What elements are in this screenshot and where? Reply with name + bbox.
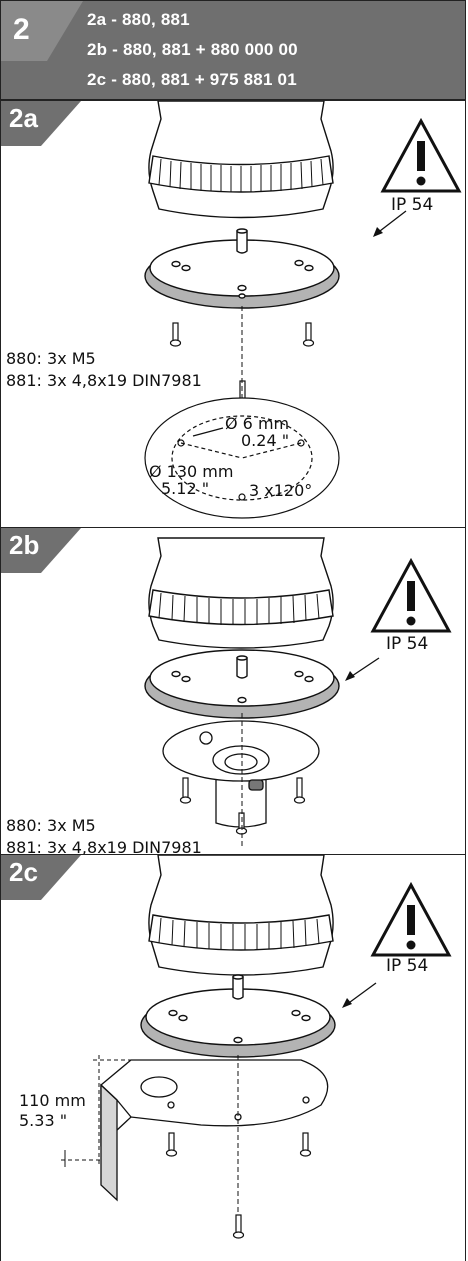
warning-icon-2a <box>380 117 462 193</box>
angle-spec: 3 x120° <box>249 481 313 500</box>
step-header: 2 2a - 880, 881 2b - 880, 881 + 880 000 … <box>0 0 466 100</box>
section-tab-2a: 2a <box>1 101 81 156</box>
screw-spec-880-2b: 880: 3x M5 <box>6 816 96 835</box>
hole-diameter-mm: Ø 6 mm <box>225 414 290 433</box>
beacon-ribs-2c <box>158 917 320 950</box>
section-tab-2b: 2b <box>1 528 81 583</box>
circle-diameter-in: 5.12 " <box>161 479 210 498</box>
section-2a: 2a IP 54 880: 3x M5 881: 3x 4,8x19 DIN79… <box>0 100 466 528</box>
base-plate-2b <box>144 649 340 719</box>
variant-line-2b: 2b - 880, 881 + 880 000 00 <box>87 40 298 59</box>
section-label-2b: 2b <box>9 530 40 560</box>
step-number: 2 <box>13 13 30 46</box>
variant-line-2c: 2c - 880, 881 + 975 881 01 <box>87 70 297 89</box>
section-tab-2c: 2c <box>1 855 81 910</box>
base-plate-2a <box>144 228 340 309</box>
base-plate-2c <box>140 974 336 1058</box>
section-label-2a: 2a <box>9 103 38 133</box>
beacon-ribs-2b <box>158 592 320 625</box>
drill-template-2a <box>144 397 340 519</box>
section-2c: 2c IP 54 110 mm 5.33 " <box>0 854 466 1261</box>
wall-bracket-2c <box>100 1059 329 1202</box>
section-2b: 2b IP 54 880: 3x M5 881: 3x 4,8x19 DIN79… <box>0 527 466 855</box>
beacon-2b <box>148 537 334 649</box>
ip-rating-2c: IP 54 <box>386 956 429 976</box>
section-label-2c: 2c <box>9 857 38 887</box>
variant-line-2a: 2a - 880, 881 <box>87 10 190 29</box>
height-mm: 110 mm <box>19 1091 86 1110</box>
step-number-box: 2 <box>1 1 83 101</box>
screws-2c <box>165 1132 312 1239</box>
diagram-2a <box>144 101 462 519</box>
screw-spec-881-2b: 881: 3x 4,8x19 DIN7981 <box>6 838 202 855</box>
warning-icon-2b <box>370 557 452 633</box>
screws-2b <box>179 777 306 835</box>
hole-diameter-in: 0.24 " <box>241 431 290 450</box>
mounting-flange-2b <box>162 720 320 828</box>
beacon-2a <box>148 101 334 219</box>
diagram-2c <box>61 855 452 1239</box>
beacon-ribs-2a <box>158 158 324 192</box>
ip-rating-2a: IP 54 <box>391 195 434 215</box>
circle-diameter-mm: Ø 130 mm <box>149 462 234 481</box>
variant-list: 2a - 880, 881 2b - 880, 881 + 880 000 00… <box>87 5 298 95</box>
screw-spec-880-2a: 880: 3x M5 <box>6 349 96 368</box>
ip-rating-2b: IP 54 <box>386 634 429 654</box>
screw-spec-881-2a: 881: 3x 4,8x19 DIN7981 <box>6 371 202 390</box>
diagram-2b <box>144 537 452 848</box>
beacon-2c <box>148 855 334 976</box>
warning-icon-2c <box>370 881 452 957</box>
height-in: 5.33 " <box>19 1111 68 1130</box>
height-dimension-2c <box>61 1055 161 1167</box>
step-number-shape <box>1 1 83 61</box>
